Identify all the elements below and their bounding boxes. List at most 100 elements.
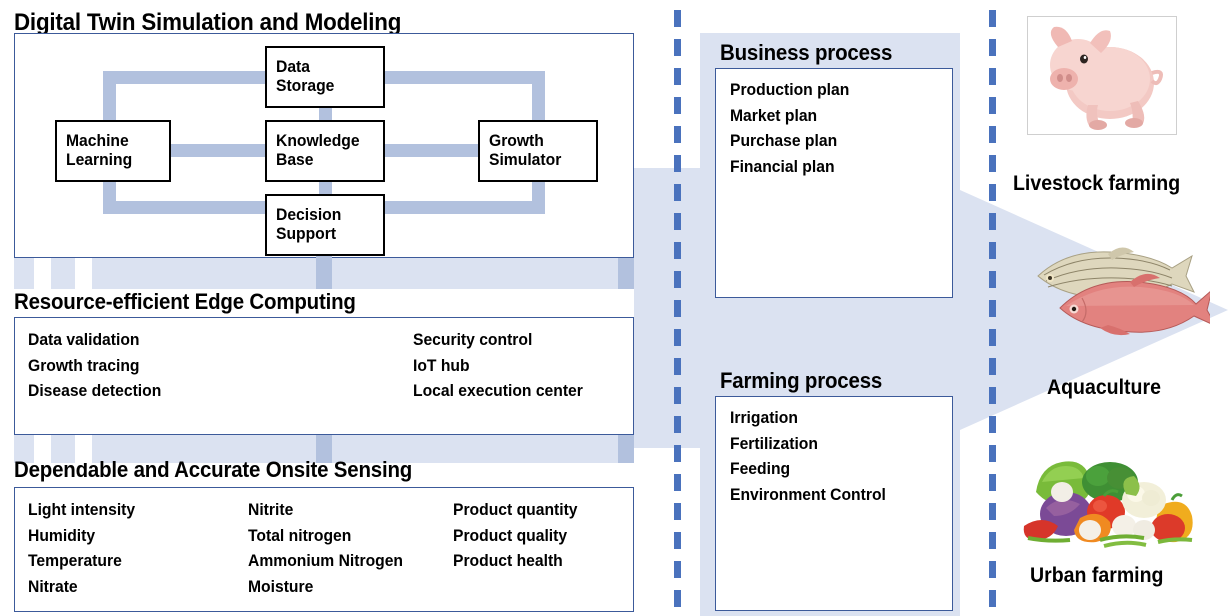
list-item: Purchase plan bbox=[730, 132, 838, 150]
business-process-panel: Production plan Market plan Purchase pla… bbox=[715, 68, 953, 298]
dash-segment bbox=[989, 184, 996, 201]
dash-segment bbox=[674, 155, 681, 172]
dash-segment bbox=[674, 97, 681, 114]
list-item: Product health bbox=[453, 552, 563, 570]
dash-segment bbox=[674, 503, 681, 520]
list-item: Data validation bbox=[28, 331, 140, 349]
band-notch bbox=[75, 435, 92, 463]
connector-bottom-left bbox=[103, 201, 275, 214]
edge-computing-panel: Data validation Growth tracing Disease d… bbox=[14, 317, 634, 435]
dash-segment bbox=[989, 155, 996, 172]
list-item: Growth tracing bbox=[28, 356, 140, 375]
dash-segment bbox=[674, 358, 681, 375]
urban-farming-label: Urban farming bbox=[1030, 564, 1164, 587]
pig-photo bbox=[1027, 16, 1177, 135]
list-item: Security control bbox=[413, 331, 533, 349]
dash-segment bbox=[989, 39, 996, 56]
list-item: Financial plan bbox=[730, 157, 835, 176]
business-process-title: Business process bbox=[720, 40, 893, 65]
connector-top-right bbox=[374, 71, 545, 84]
list-item: Moisture bbox=[248, 577, 314, 596]
node-decision-support[interactable]: Decision Support bbox=[265, 194, 385, 256]
edge-computing-title: Resource-efficient Edge Computing bbox=[14, 289, 356, 314]
dash-segment bbox=[989, 532, 996, 549]
connector-bottom-right bbox=[374, 201, 545, 214]
livestock-farming-label: Livestock farming bbox=[1013, 172, 1181, 195]
list-item: Light intensity bbox=[28, 501, 136, 519]
list-item: Product quantity bbox=[453, 501, 578, 519]
node-data-storage[interactable]: Data Storage bbox=[265, 46, 385, 108]
dash-segment bbox=[989, 387, 996, 404]
band-notch bbox=[75, 258, 92, 289]
dash-segment bbox=[989, 271, 996, 288]
onsite-sensing-column-3: Product quantity Product quality Product… bbox=[453, 498, 584, 575]
list-item: Fertilization bbox=[730, 434, 818, 453]
connector-kb-gs bbox=[370, 144, 480, 157]
node-machine-learning[interactable]: Machine Learning bbox=[55, 120, 171, 182]
list-item: Local execution center bbox=[413, 382, 583, 400]
list-item: Environment Control bbox=[730, 485, 886, 504]
dash-segment bbox=[989, 561, 996, 578]
node-line: Growth bbox=[489, 132, 544, 150]
dashed-separator-right bbox=[989, 0, 996, 616]
dash-segment bbox=[989, 242, 996, 259]
list-item: Production plan bbox=[730, 81, 850, 99]
dash-segment bbox=[989, 445, 996, 462]
dash-segment bbox=[989, 416, 996, 433]
list-item: Nitrite bbox=[248, 501, 294, 519]
dash-segment bbox=[674, 387, 681, 404]
dash-segment bbox=[989, 126, 996, 143]
farming-process-list: Irrigation Fertilization Feeding Environ… bbox=[730, 406, 894, 508]
dash-segment bbox=[989, 97, 996, 114]
edge-computing-column-2: Security control IoT hub Local execution… bbox=[413, 328, 592, 405]
node-line: Storage bbox=[276, 77, 335, 95]
onsite-sensing-title: Dependable and Accurate Onsite Sensing bbox=[14, 457, 413, 482]
arrow-connector-stub bbox=[618, 258, 634, 289]
vertical-connector bbox=[316, 258, 332, 289]
farming-process-panel: Irrigation Fertilization Feeding Environ… bbox=[715, 396, 953, 611]
fish-photo bbox=[1020, 236, 1210, 336]
dash-segment bbox=[989, 590, 996, 607]
dash-segment bbox=[674, 416, 681, 433]
list-item: IoT hub bbox=[413, 356, 470, 375]
band-notch bbox=[34, 435, 51, 463]
onsite-sensing-column-1: Light intensity Humidity Temperature Nit… bbox=[28, 498, 141, 600]
list-item: Nitrate bbox=[28, 577, 78, 596]
list-item: Market plan bbox=[730, 106, 818, 125]
connector-ml-kb bbox=[170, 144, 280, 157]
list-item: Product quality bbox=[453, 526, 568, 545]
dash-segment bbox=[674, 532, 681, 549]
node-line: Knowledge bbox=[276, 132, 360, 150]
list-item: Disease detection bbox=[28, 382, 162, 400]
dash-segment bbox=[674, 300, 681, 317]
dashed-separator-left bbox=[674, 0, 681, 616]
node-knowledge-base[interactable]: Knowledge Base bbox=[265, 120, 385, 182]
node-line: Base bbox=[276, 151, 314, 169]
dash-segment bbox=[989, 329, 996, 346]
list-item: Feeding bbox=[730, 460, 791, 478]
vegetables-photo bbox=[1018, 448, 1210, 552]
list-item: Temperature bbox=[28, 552, 122, 570]
band-notch bbox=[34, 258, 51, 289]
farming-process-title: Farming process bbox=[720, 368, 883, 393]
node-line: Learning bbox=[66, 151, 133, 169]
node-line: Decision bbox=[276, 206, 342, 224]
node-line: Simulator bbox=[489, 151, 562, 169]
dash-segment bbox=[674, 242, 681, 259]
dash-segment bbox=[989, 503, 996, 520]
dash-segment bbox=[674, 590, 681, 607]
node-growth-simulator[interactable]: Growth Simulator bbox=[478, 120, 598, 182]
onsite-sensing-column-2: Nitrite Total nitrogen Ammonium Nitrogen… bbox=[248, 498, 411, 600]
dash-segment bbox=[674, 213, 681, 230]
list-item: Ammonium Nitrogen bbox=[248, 552, 404, 570]
connector-top-left bbox=[103, 71, 275, 84]
list-item: Humidity bbox=[28, 526, 96, 545]
dash-segment bbox=[674, 39, 681, 56]
dash-segment bbox=[674, 445, 681, 462]
aquaculture-label: Aquaculture bbox=[1047, 376, 1161, 399]
node-line: Machine bbox=[66, 132, 129, 150]
digital-twin-title: Digital Twin Simulation and Modeling bbox=[14, 9, 402, 36]
dash-segment bbox=[674, 184, 681, 201]
dash-segment bbox=[674, 561, 681, 578]
